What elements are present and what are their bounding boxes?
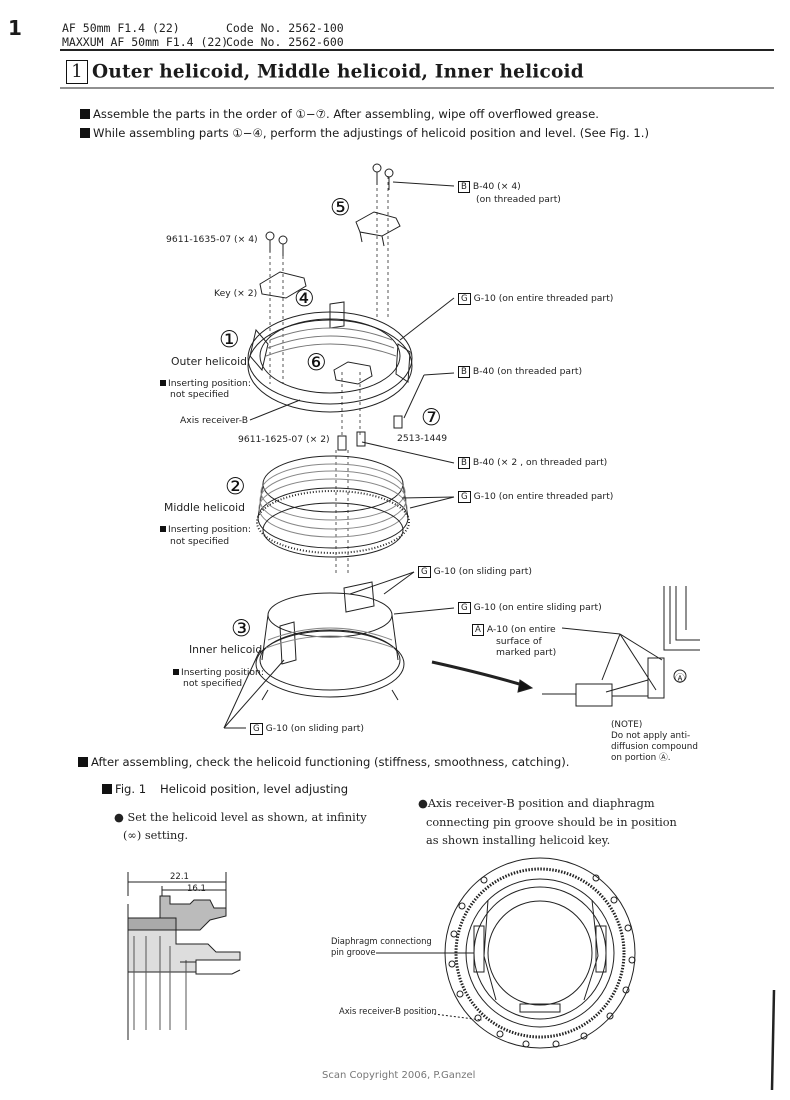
fig1-heading: Fig. 1 (102, 782, 146, 796)
middle-inserting-note: Inserting position: (160, 524, 251, 535)
square-bullet-icon (80, 109, 90, 119)
middle-inserting-note-2: not specified (170, 536, 230, 547)
instruction-2: While assembling parts ①−④, perform the … (80, 126, 649, 140)
dot-bullet-icon: ● (418, 797, 428, 810)
square-bullet-icon (102, 784, 112, 794)
inner-inserting-note: Inserting position: (173, 667, 264, 678)
key-label: Key (× 2) (214, 288, 258, 299)
part-number-4: ④ (294, 286, 315, 312)
after-assembling-text: After assembling, check the helicoid fun… (78, 755, 569, 769)
instruction-1: Assemble the parts in the order of ①−⑦. … (80, 107, 599, 121)
note-block: (NOTE) Do not apply anti- diffusion comp… (611, 720, 698, 763)
screw-label-1625: 9611-1625-07 (× 2) (238, 434, 330, 445)
inner-inserting-note-2: not specified (183, 678, 243, 689)
part-number-1: ① (219, 327, 240, 353)
middle-helicoid-label: Middle helicoid (164, 501, 245, 514)
part-7-code: 2513-1449 (397, 433, 448, 444)
axis-position-label: Axis receiver-B position (339, 1006, 437, 1016)
section-title-text: Outer helicoid, Middle helicoid, Inner h… (92, 61, 584, 83)
portion-a-marker: Ⓐ (675, 674, 685, 685)
dot-bullet-icon: ● (114, 811, 124, 824)
square-bullet-icon (80, 128, 90, 138)
fig1-left-text-1: ● Set the helicoid level as shown, at in… (114, 811, 367, 824)
copyright: Scan Copyright 2006, P.Ganzel (322, 1070, 476, 1081)
axis-receiver-label: Axis receiver-B (180, 415, 249, 426)
fig1-right-text-1: ●Axis receiver-B position and diaphragm (418, 797, 655, 810)
pin-groove-label-1: Diaphragm connectiong (331, 936, 432, 946)
part-number-7: ⑦ (421, 405, 442, 431)
header-code-1: Code No. 2562-100 (226, 21, 344, 35)
outer-inserting-note-2: not specified (170, 389, 230, 400)
fig1-left-text-2: (∞) setting. (123, 829, 189, 842)
callout-b40-x4-sub: (on threaded part) (476, 194, 561, 205)
square-bullet-icon (78, 757, 88, 767)
callout-a10-sub1: surface of (496, 636, 542, 647)
outer-inserting-note: Inserting position: (160, 378, 251, 389)
header-code-2: Code No. 2562-600 (226, 35, 344, 49)
dimension-16-1: 16.1 (187, 884, 206, 894)
dimension-22-1: 22.1 (170, 872, 189, 882)
part-number-6: ⑥ (306, 350, 327, 376)
header-model-2: MAXXUM AF 50mm F1.4 (22) (62, 35, 229, 49)
fig1-right-text-2: connecting pin groove should be in posit… (426, 816, 677, 829)
fig1-title: Helicoid position, level adjusting (160, 782, 349, 796)
section-number: 1 (66, 60, 88, 84)
header-model-1: AF 50mm F1.4 (22) (62, 21, 180, 35)
outer-helicoid-label: Outer helicoid (171, 355, 247, 368)
part-number-5: ⑤ (330, 195, 351, 221)
inner-helicoid-label: Inner helicoid (189, 643, 263, 656)
part-number-2: ② (225, 474, 246, 500)
page-number: 1 (8, 16, 22, 40)
part-number-3: ③ (231, 616, 252, 642)
pin-groove-label-2: pin groove (331, 947, 376, 957)
screw-label-1635: 9611-1635-07 (× 4) (166, 234, 258, 245)
callout-a10-sub2: marked part) (496, 647, 557, 658)
fig1-right-text-3: as shown installing helicoid key. (426, 834, 611, 847)
